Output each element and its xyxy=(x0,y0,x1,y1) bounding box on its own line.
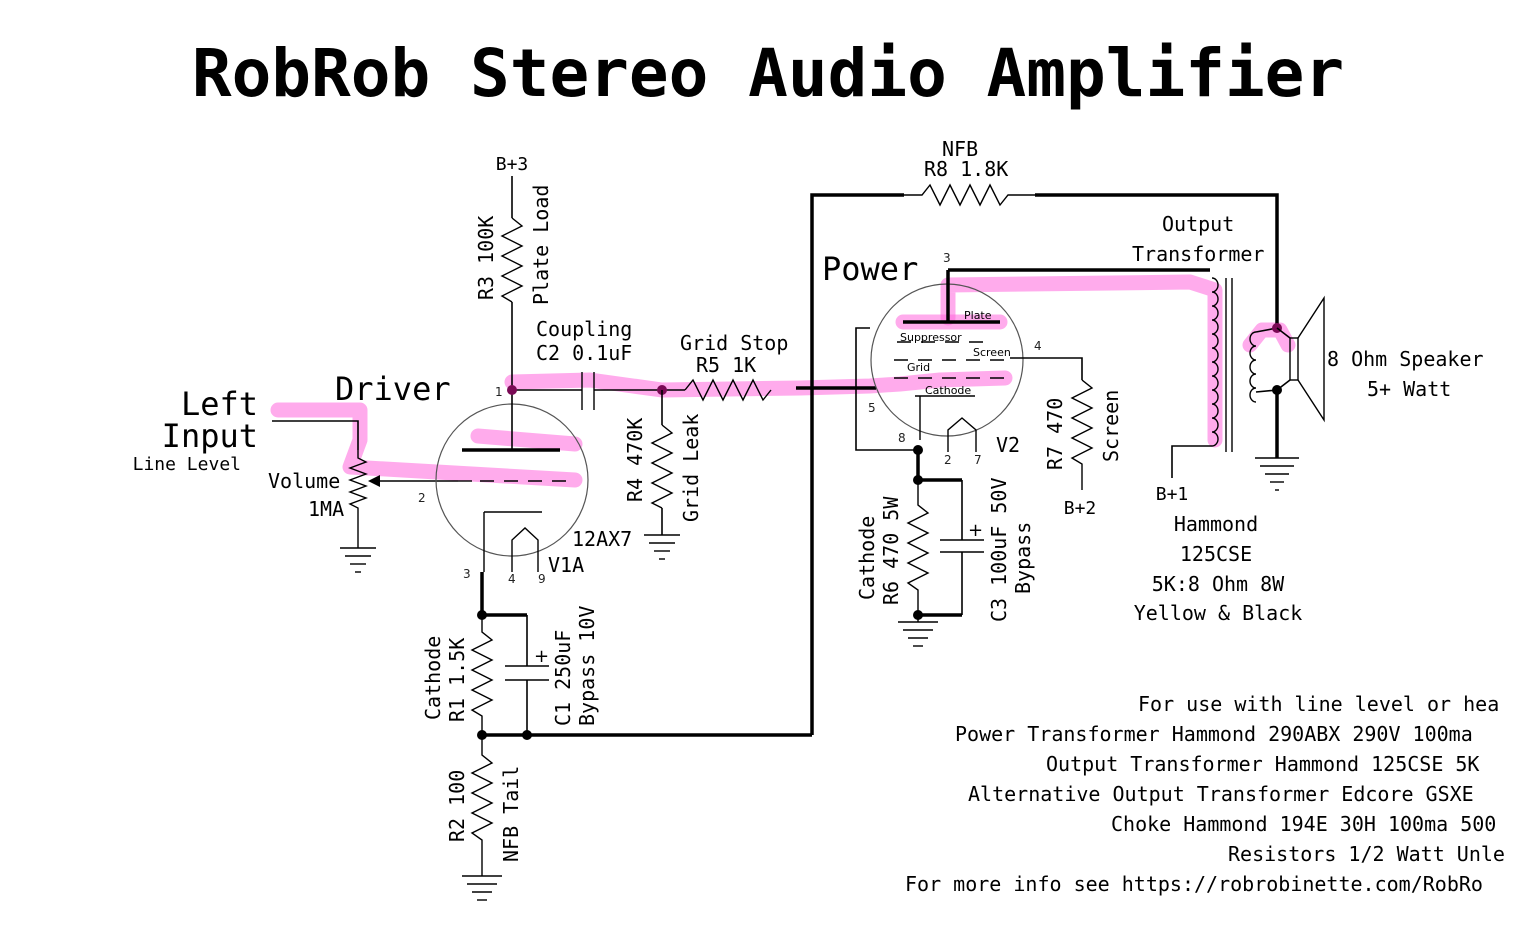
power-screen-label: Screen xyxy=(973,346,1011,359)
driver-pin-heater-a: 4 xyxy=(508,572,516,586)
driver-tube: Driver 1 2 3 4 9 12AX7 V1A xyxy=(335,370,632,586)
power-pin-heater-b: 7 xyxy=(974,453,982,467)
volume-value: 1MA xyxy=(308,497,344,521)
c2-name: C2 0.1uF xyxy=(536,341,632,365)
power-pin-grid: 5 xyxy=(868,401,876,415)
r2-role: NFB Tail xyxy=(499,766,523,862)
notes-block: For use with line level or hea Power Tra… xyxy=(905,692,1505,896)
capacitor-c2: Coupling C2 0.1uF xyxy=(536,317,632,410)
driver-tube-type: 12AX7 xyxy=(572,527,632,551)
c3-role: Bypass xyxy=(1011,522,1035,594)
r3-role: Plate Load xyxy=(529,185,553,305)
transformer-wires: Yellow & Black xyxy=(1134,601,1303,625)
ground-symbol-volume xyxy=(340,540,376,573)
input-label-line-level: Line Level xyxy=(133,454,241,475)
r3-name: R3 100K xyxy=(474,216,498,300)
driver-pin-grid: 2 xyxy=(418,491,426,505)
r5-name: R5 1K xyxy=(696,353,756,377)
c1-role: Bypass 10V xyxy=(575,606,599,726)
left-input: Left Input Line Level xyxy=(133,385,258,475)
speaker-label-ohm: 8 Ohm Speaker xyxy=(1327,347,1484,371)
power-label: Power xyxy=(822,250,918,288)
b2-supply: B+2 xyxy=(1064,498,1097,519)
capacitor-c3: + C3 100uF 50V Bypass xyxy=(940,478,1035,623)
resistor-r1: Cathode R1 1.5K xyxy=(421,615,494,735)
power-pin-screen: 4 xyxy=(1034,339,1042,353)
resistor-r4: R4 470K Grid Leak xyxy=(623,390,703,535)
note-line-3: Output Transformer Hammond 125CSE 5K xyxy=(1046,752,1479,776)
resistor-r8: NFB R8 1.8K xyxy=(904,137,1035,207)
driver-pin-plate: 1 xyxy=(495,385,503,399)
volume-label: Volume xyxy=(268,469,340,493)
r4-name: R4 470K xyxy=(623,418,647,502)
ground-symbol-speaker xyxy=(1255,457,1299,491)
output-transformer: Output Transformer B+1 Hammond 125CSE 5K… xyxy=(1132,212,1302,625)
note-line-1: For use with line level or hea xyxy=(1138,692,1499,716)
transformer-label-output: Output xyxy=(1162,212,1234,236)
r7-role: Screen xyxy=(1099,390,1123,462)
note-line-5: Choke Hammond 194E 30H 100ma 500 xyxy=(1111,812,1496,836)
c3-name: C3 100uF 50V xyxy=(987,478,1011,623)
input-label-input: Input xyxy=(162,417,258,455)
transformer-make: Hammond xyxy=(1174,512,1258,536)
capacitor-c1: + C1 250uF Bypass 10V xyxy=(505,606,599,735)
driver-pin-heater-b: 9 xyxy=(538,572,546,586)
r8-name: R8 1.8K xyxy=(924,157,1008,181)
ground-symbol-r2 xyxy=(462,875,502,901)
r1-name: R1 1.5K xyxy=(445,638,469,722)
input-label-left: Left xyxy=(181,385,258,423)
power-cathode-label: Cathode xyxy=(925,384,971,397)
speaker: 8 Ohm Speaker 5+ Watt xyxy=(1276,295,1484,423)
ground-symbol-r4 xyxy=(644,534,680,560)
power-tube: Power Plate Suppressor Screen Grid Catho… xyxy=(822,250,1210,467)
r5-role: Grid Stop xyxy=(680,331,788,355)
power-pin-cathode: 8 xyxy=(898,431,906,445)
power-pin-heater-a: 2 xyxy=(944,453,952,467)
transformer-model: 125CSE xyxy=(1180,542,1252,566)
note-line-6: Resistors 1/2 Watt Unle xyxy=(1228,842,1505,866)
resistor-r5: Grid Stop R5 1K xyxy=(680,331,876,402)
driver-designator: V1A xyxy=(548,553,584,577)
driver-pin-cathode: 3 xyxy=(463,567,471,581)
power-designator: V2 xyxy=(996,433,1020,457)
c2-role: Coupling xyxy=(536,317,632,341)
resistor-r7: B+2 R7 470 Screen xyxy=(1010,357,1123,519)
note-line-4: Alternative Output Transformer Edcore GS… xyxy=(968,782,1474,806)
speaker-label-watt: 5+ Watt xyxy=(1367,377,1451,401)
r4-role: Grid Leak xyxy=(679,414,703,522)
r6-name: R6 470 5W xyxy=(879,496,903,605)
power-suppressor-label: Suppressor xyxy=(900,331,962,344)
power-pin-plate: 3 xyxy=(943,251,951,265)
driver-label: Driver xyxy=(335,370,451,408)
resistor-r6: Cathode R6 470 5W xyxy=(855,475,962,615)
ground-symbol-power-cathode xyxy=(898,615,938,647)
c1-name: C1 250uF xyxy=(551,630,575,726)
note-line-7: For more info see https://robrobinette.c… xyxy=(905,872,1483,896)
power-grid-label: Grid xyxy=(907,361,930,374)
c3-plus: + xyxy=(968,520,983,541)
r2-name: R2 100 xyxy=(445,770,469,842)
r7-name: R7 470 xyxy=(1043,398,1067,470)
transformer-label-transformer: Transformer xyxy=(1132,242,1264,266)
volume-potentiometer: Volume 1MA xyxy=(268,450,458,540)
resistor-r2: R2 100 NFB Tail xyxy=(445,735,523,876)
note-line-2: Power Transformer Hammond 290ABX 290V 10… xyxy=(955,722,1473,746)
r6-role: Cathode xyxy=(855,516,879,600)
r8-role: NFB xyxy=(942,137,978,161)
b1-supply: B+1 xyxy=(1156,484,1189,505)
b3-supply: B+3 xyxy=(496,154,529,175)
r1-role: Cathode xyxy=(421,636,445,720)
resistor-r3: B+3 R3 100K Plate Load xyxy=(474,154,553,390)
c1-plus: + xyxy=(534,646,549,667)
transformer-ratio: 5K:8 Ohm 8W xyxy=(1152,572,1285,596)
schematic-title: RobRob Stereo Audio Amplifier xyxy=(192,35,1344,112)
power-plate-label: Plate xyxy=(964,309,992,322)
